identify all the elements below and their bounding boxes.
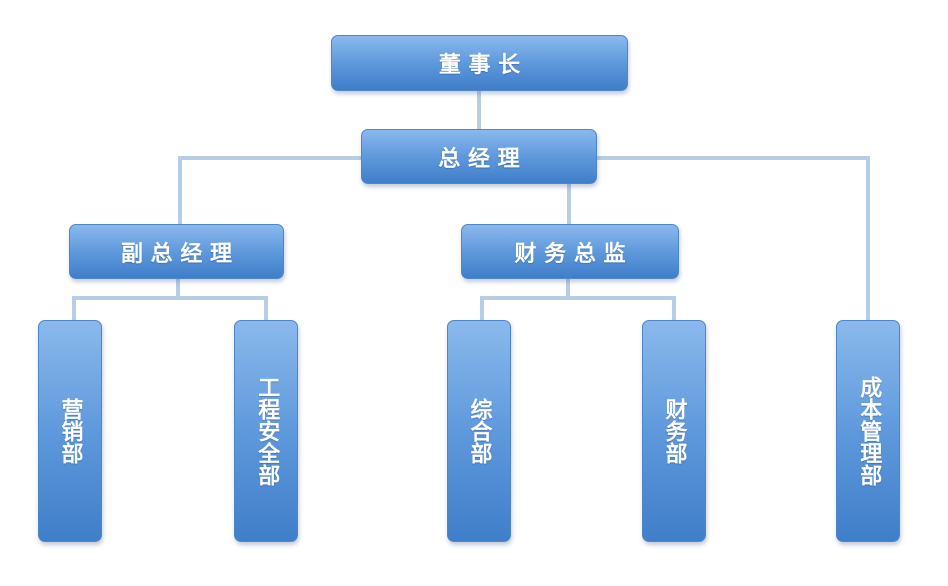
deputy-general-manager-label: 副 总 经 理 <box>121 241 232 267</box>
deputy-general-manager-box: 副 总 经 理 <box>69 224 284 279</box>
connector-deputy-departments <box>72 277 268 322</box>
general-affairs-dept-box: 综合部 <box>447 320 511 542</box>
marketing-dept-box: 营销部 <box>38 320 102 542</box>
finance-dept-label: 财务部 <box>661 398 687 464</box>
general-affairs-dept-label: 综合部 <box>466 398 492 464</box>
chairman-label: 董 事 长 <box>438 53 521 78</box>
general-manager-label: 总 经 理 <box>438 146 520 172</box>
finance-director-label: 财 务 总 监 <box>514 241 626 267</box>
engineering-safety-dept-box: 工程安全部 <box>234 320 298 542</box>
connector-gm-cost-dept <box>594 156 870 322</box>
chairman-box: 董 事 长 <box>331 35 628 91</box>
cost-management-dept-box: 成本管理部 <box>836 320 900 542</box>
cost-management-dept-label: 成本管理部 <box>856 376 882 486</box>
finance-dept-box: 财务部 <box>642 320 706 542</box>
connector-gm-deputy <box>178 156 364 226</box>
general-manager-box: 总 经 理 <box>361 129 597 184</box>
connector-finance-departments <box>480 277 676 322</box>
marketing-dept-label: 营销部 <box>57 398 83 464</box>
engineering-safety-dept-label: 工程安全部 <box>254 376 280 486</box>
finance-director-box: 财 务 总 监 <box>461 224 679 279</box>
